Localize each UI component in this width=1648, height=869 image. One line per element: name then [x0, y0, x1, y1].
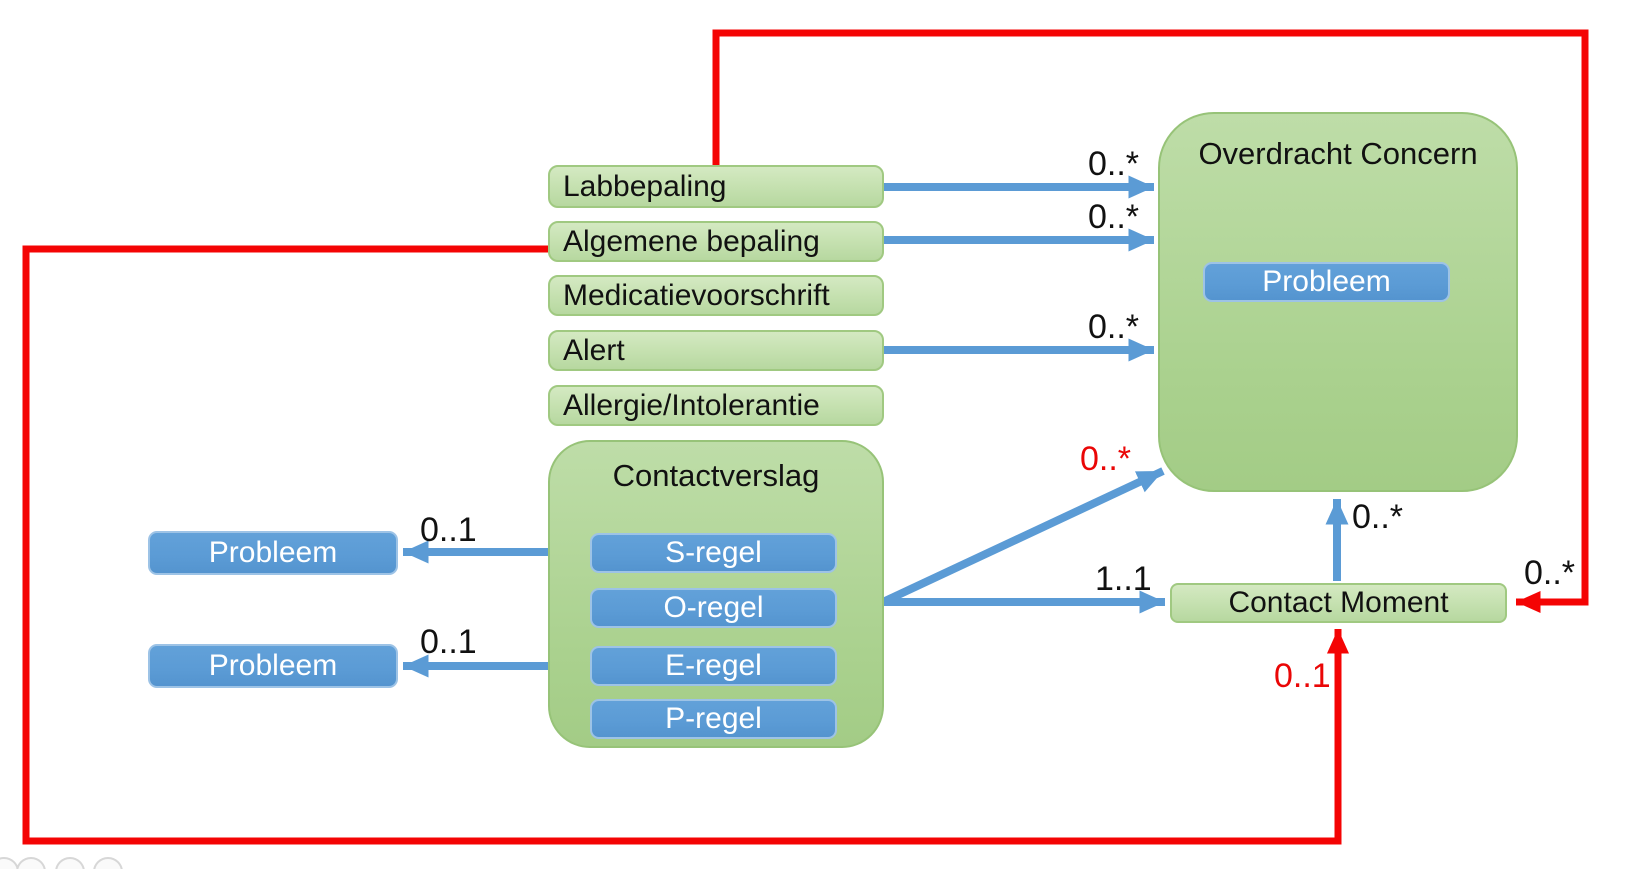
cardinality-contactmoment-overdracht: 0..* [1352, 498, 1404, 536]
entity-probleem-s-label: Probleem [208, 536, 338, 569]
entity-alert-label: Alert [563, 333, 625, 367]
red-connector-labbepaling-contactmoment [712, 29, 1589, 614]
entity-labbepaling: Labbepaling [548, 165, 884, 208]
entity-contact-moment: Contact Moment [1170, 583, 1507, 623]
cardinality-algemene-overdracht: 0..* [1088, 198, 1140, 236]
entity-alert: Alert [548, 330, 884, 371]
cardinality-red-right-contactmoment: 0..* [1524, 554, 1576, 592]
cardinality-labbepaling-overdracht: 0..* [1088, 145, 1140, 183]
entity-probleem-s: Probleem [148, 531, 398, 575]
entity-allergie-intolerantie: Allergie/Intolerantie [548, 385, 884, 426]
cardinality-alert-overdracht: 0..* [1088, 308, 1140, 346]
entity-medicatievoorschrift: Medicatievoorschrift [548, 275, 884, 316]
page-dots-decoration [0, 857, 123, 869]
entity-medicatievoorschrift-label: Medicatievoorschrift [563, 278, 830, 312]
entity-labbepaling-label: Labbepaling [563, 169, 727, 203]
entity-s-regel-label: S-regel [665, 536, 762, 569]
entity-e-regel-label: E-regel [665, 649, 762, 682]
entity-probleem-overdracht-label: Probleem [1262, 265, 1391, 298]
cardinality-sregel-probleem: 0..1 [420, 511, 477, 549]
entity-o-regel: O-regel [590, 588, 837, 628]
entity-contactverslag-label: Contactverslag [612, 458, 820, 493]
entity-algemene-bepaling: Algemene bepaling [548, 221, 884, 262]
cardinality-red-bottom-contactmoment: 0..1 [1274, 657, 1331, 695]
entity-probleem-e-label: Probleem [208, 649, 338, 682]
entity-overdracht-concern: Overdracht Concern [1158, 112, 1518, 492]
entity-contact-moment-label: Contact Moment [1228, 586, 1449, 619]
arrow-contactverslag-overdrachtconcern [881, 467, 1165, 606]
entity-probleem-e: Probleem [148, 644, 398, 688]
entity-o-regel-label: O-regel [663, 591, 764, 624]
cardinality-contactverslag-contactmoment: 1..1 [1095, 560, 1152, 598]
entity-p-regel: P-regel [590, 699, 837, 739]
entity-allergie-intolerantie-label: Allergie/Intolerantie [563, 388, 820, 422]
entity-overdracht-concern-label: Overdracht Concern [1198, 136, 1478, 171]
entity-probleem-overdracht: Probleem [1203, 262, 1450, 302]
entity-p-regel-label: P-regel [665, 702, 762, 735]
red-connector-algemenebepaling-contactmoment [22, 245, 1350, 845]
entity-e-regel: E-regel [590, 646, 837, 686]
entity-algemene-bepaling-label: Algemene bepaling [563, 224, 820, 258]
cardinality-contactverslag-overdracht: 0..* [1080, 440, 1132, 478]
cardinality-eregel-probleem: 0..1 [420, 623, 477, 661]
entity-s-regel: S-regel [590, 533, 837, 573]
